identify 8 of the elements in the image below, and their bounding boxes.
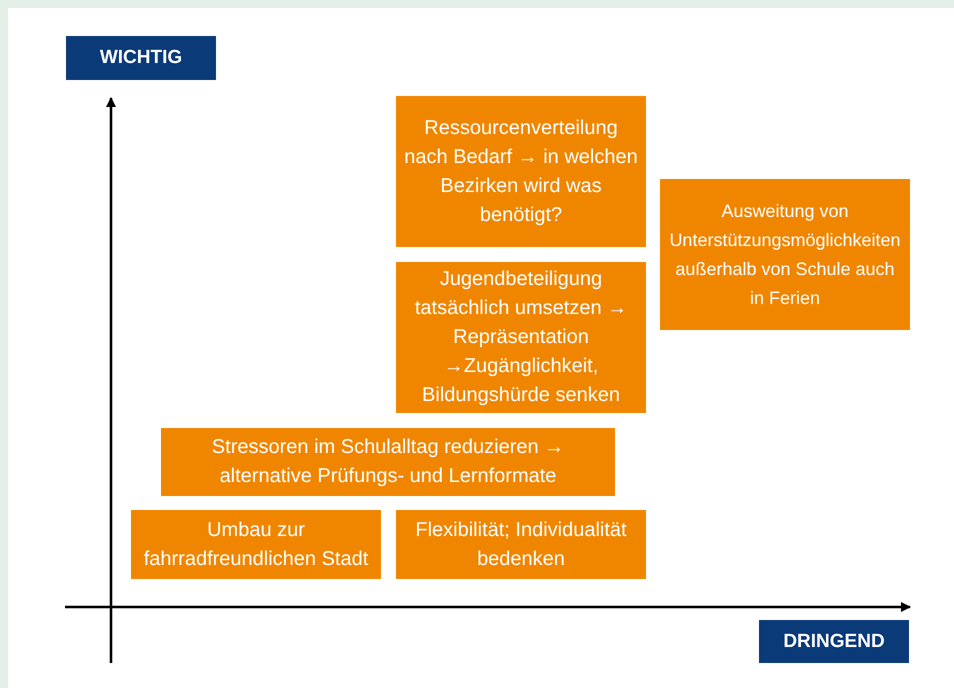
axis-title: DRINGEND [759, 620, 909, 663]
priority-box: Ressourcenverteilung nach Bedarf → in welchen Bezirken wird was benötigt? [396, 96, 646, 247]
priority-box: Umbau zur fahrradfreundlichen Stadt [131, 510, 381, 579]
priority-box: Ausweitung von Unterstützungsmöglichkeiten außerhalb von Schule auch in Ferien [660, 179, 910, 330]
axis-title: WICHTIG [66, 36, 216, 80]
priority-box: Flexibilität; Individualität bedenken [396, 510, 646, 579]
priority-box: Jugendbeteiligung tatsächlich umsetzen → Repräsentation →Zugänglichkeit, Bildungshürde senken [396, 262, 646, 413]
priority-box: Stressoren im Schulalltag reduzieren → alternative Prüfungs- und Lernformate [161, 428, 615, 496]
